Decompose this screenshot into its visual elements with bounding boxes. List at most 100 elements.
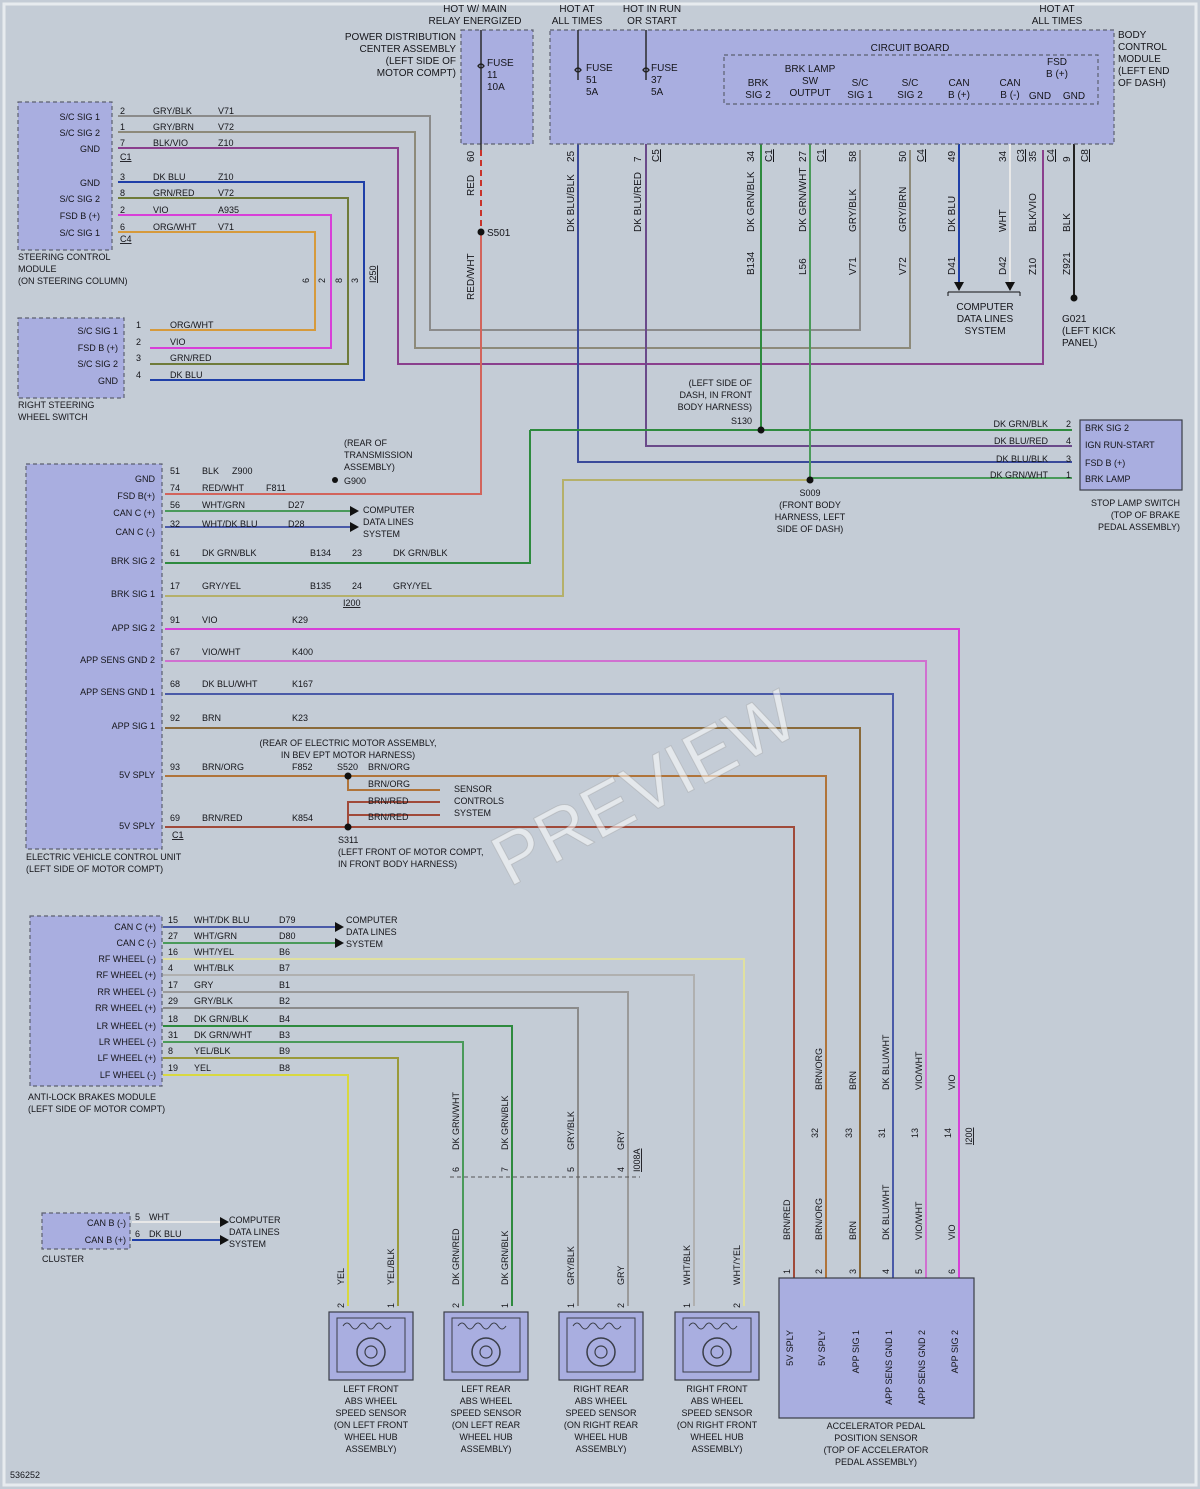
right-switch-wire-color: VIO <box>170 337 186 347</box>
abs-circuit: B7 <box>279 963 290 973</box>
steering-circuit: Z10 <box>218 172 234 182</box>
sensor-pin: 2 <box>732 1303 742 1308</box>
wire-vio-wht-k400 <box>165 660 927 1278</box>
abs-pin: 29 <box>168 996 178 1006</box>
sensor-name: (ON RIGHT REAR <box>564 1420 639 1430</box>
right-switch-pin-label: S/C SIG 2 <box>77 359 118 369</box>
app-lower-color: BRN/ORG <box>814 1198 824 1240</box>
evcu-wire-color: VIO/WHT <box>202 647 241 657</box>
cluster-name: CLUSTER <box>42 1254 85 1264</box>
bcm-pin-label: BRK <box>748 78 769 89</box>
stop-lamp-wire-color: DK GRN/WHT <box>990 470 1048 480</box>
pdc-wire-color-2: RED/WHT <box>466 253 477 300</box>
fuse37-pin: 7 <box>633 156 644 162</box>
steering-circuit: V71 <box>218 222 234 232</box>
data-lines-bracket <box>947 291 1021 296</box>
app-lower-color: BRN <box>848 1221 858 1240</box>
splice-s520-label: S520 <box>337 762 358 772</box>
right-switch-pin: 4 <box>136 370 141 380</box>
abs-pin-label: LR WHEEL (+) <box>97 1021 156 1031</box>
steering-pin-number: 3 <box>120 172 125 182</box>
bcm-pin-label: OUTPUT <box>789 88 830 99</box>
sensor-controls-label: SYSTEM <box>454 808 491 818</box>
abs-circuit: B3 <box>279 1030 290 1040</box>
wire-grn-red-v72 <box>118 197 349 365</box>
steering-circuit: V72 <box>218 122 234 132</box>
evcu-pin: 61 <box>170 548 180 558</box>
steering-wire-color: GRN/RED <box>153 188 195 198</box>
abs-pin: 19 <box>168 1063 178 1073</box>
circuit-board-box <box>723 54 1099 105</box>
bcm-pin-number: 34 <box>746 150 757 162</box>
steering-circuit: A935 <box>218 205 239 215</box>
sensor-pin: 1 <box>386 1303 396 1308</box>
bcm-circuit: V71 <box>848 257 859 275</box>
right-switch-pin: 3 <box>136 353 141 363</box>
evcu-pin: 17 <box>170 581 180 591</box>
splice-s130-desc: (LEFT SIDE OF <box>689 378 753 388</box>
bcm-pin-label: B (-) <box>1000 90 1019 101</box>
evcu-pin-label: FSD B(+) <box>117 491 155 501</box>
bcm-circuit: Z10 <box>1028 257 1039 275</box>
stop-lamp-name: (TOP OF BRAKE <box>1111 510 1180 520</box>
hot-in-run-label: OR START <box>627 16 677 27</box>
sensor-wire-color: YEL/BLK <box>386 1248 396 1285</box>
sensor-name: LEFT REAR <box>461 1384 511 1394</box>
sensor-pin: 2 <box>616 1303 626 1308</box>
sensor-name: WHEEL HUB <box>690 1432 743 1442</box>
right-switch-pin-label: GND <box>98 376 119 386</box>
abs-circuit: B6 <box>279 947 290 957</box>
app-pin: 6 <box>947 1269 957 1274</box>
abs-pin: 16 <box>168 947 178 957</box>
evcu-data-lines-label: SYSTEM <box>363 529 400 539</box>
cluster-wire-color: WHT <box>149 1212 170 1222</box>
app-pin-label: 5V SPLY <box>817 1330 827 1366</box>
inline-pin: 2 <box>317 278 327 283</box>
evcu-pin-label: APP SIG 2 <box>112 623 155 633</box>
evcu-name: (LEFT SIDE OF MOTOR COMPT) <box>26 864 163 874</box>
abs-pin-label: CAN C (-) <box>117 938 157 948</box>
steering-module-name: STEERING CONTROL <box>18 252 111 262</box>
bcm-pin-label: SIG 2 <box>897 90 923 101</box>
abs-circuit: B1 <box>279 980 290 990</box>
abs-pin: 15 <box>168 915 178 925</box>
connector-i250: I250 <box>368 265 378 283</box>
abs-circuit: D79 <box>279 915 296 925</box>
connector-c1: C1 <box>120 152 132 162</box>
bcm-name: (LEFT END <box>1118 66 1170 77</box>
app-pin: 2 <box>814 1269 824 1274</box>
steering-pin-label: GND <box>80 144 101 154</box>
s311-color1: BRN/RED <box>368 796 409 806</box>
sensor-name: SPEED SENSOR <box>335 1408 407 1418</box>
evcu-circuit: F811 <box>266 483 286 493</box>
steering-pin-label: S/C SIG 2 <box>59 194 100 204</box>
abs-circuit: B8 <box>279 1063 290 1073</box>
abs-upper-color: GRY <box>616 1131 626 1150</box>
evcu-pin: 92 <box>170 713 180 723</box>
ground-g021-label: G021 <box>1062 314 1087 325</box>
evcu-wire-color: DK BLU/WHT <box>202 679 258 689</box>
bcm-wire-color: WHT <box>998 209 1009 232</box>
s520-color2: BRN/ORG <box>368 779 410 789</box>
fuse-51-label: 51 <box>586 75 598 86</box>
sensor-name: (ON LEFT FRONT <box>334 1420 409 1430</box>
wire-gry-yel-b135 <box>165 479 810 597</box>
abs-circuit: B4 <box>279 1014 290 1024</box>
app-pin-label: APP SENS GND 2 <box>917 1330 927 1405</box>
bcm-pin-label: CAN <box>999 78 1020 89</box>
i008a-pin: 4 <box>616 1167 626 1172</box>
connector-i008a: I008A <box>632 1148 642 1172</box>
evcu-pin-label: APP SENS GND 1 <box>80 687 155 697</box>
bcm-name: OF DASH) <box>1118 78 1166 89</box>
splice-s009-label: S009 <box>799 488 820 498</box>
sensor-name: WHEEL HUB <box>459 1432 512 1442</box>
stop-lamp-name: PEDAL ASSEMBLY) <box>1098 522 1180 532</box>
evcu-pin: 51 <box>170 466 180 476</box>
evcu-wire-color: DK GRN/BLK <box>202 548 257 558</box>
evcu-pin-label: BRK SIG 1 <box>111 589 155 599</box>
wire-wht-yel-b6 <box>163 958 745 1306</box>
right-switch-box <box>17 317 125 399</box>
transmission-note: ASSEMBLY) <box>344 462 395 472</box>
sensor-name: WHEEL HUB <box>574 1432 627 1442</box>
